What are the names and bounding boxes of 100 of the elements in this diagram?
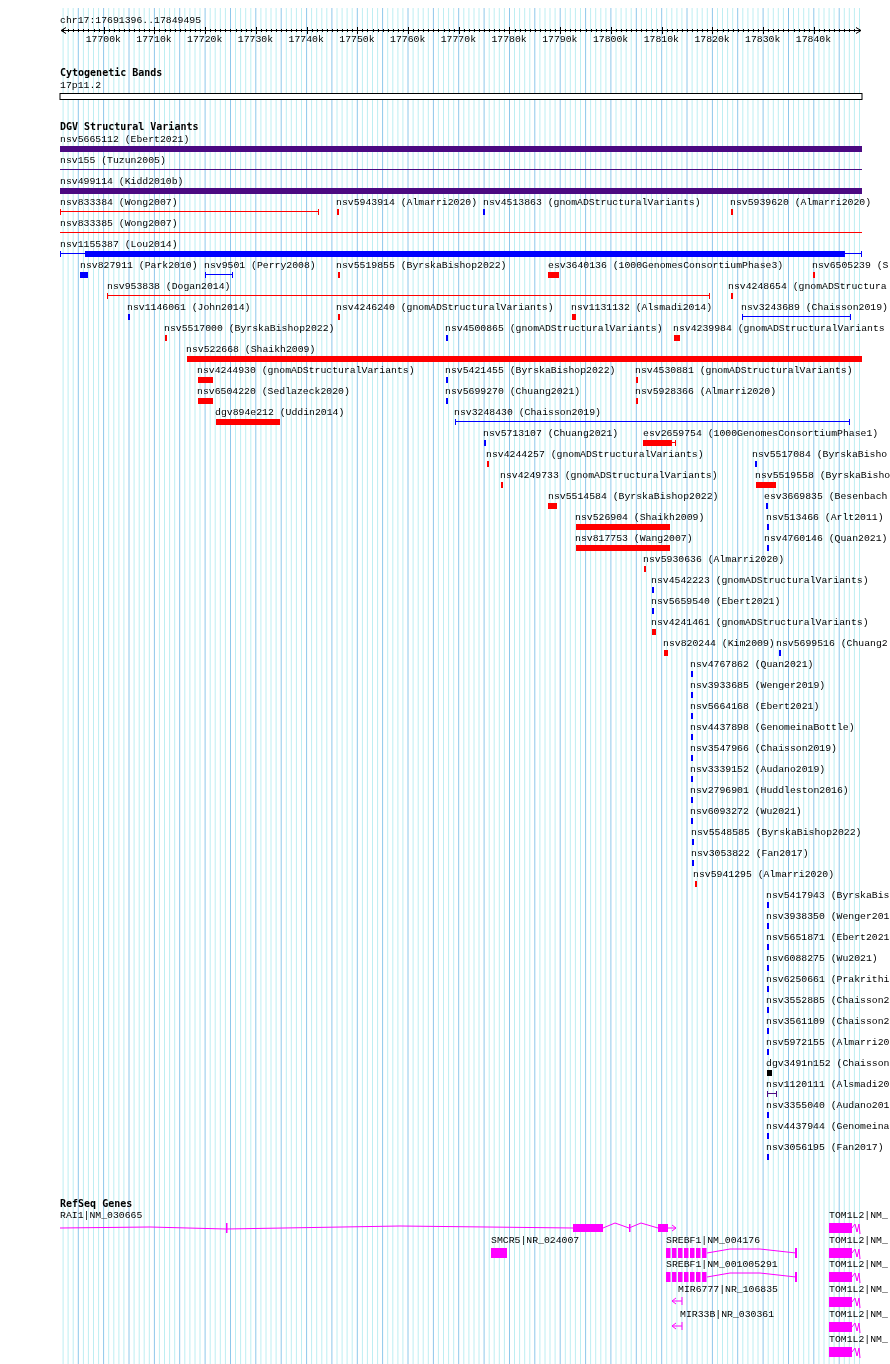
variant-label: nsv513466 (Arlt2011) xyxy=(766,512,884,524)
gene-label: TOM1L2|NM_ xyxy=(829,1284,888,1296)
variant-label: nsv817753 (Wang2007) xyxy=(575,533,693,545)
variant-label: nsv4760146 (Quan2021) xyxy=(764,533,888,545)
tick-label: 17760k xyxy=(390,34,426,46)
tick-label: 17840k xyxy=(795,34,832,46)
variant-label: nsv4241461 (gnomADStructuralVariants) xyxy=(651,617,869,629)
tick-label: 17740k xyxy=(288,34,324,46)
variant-label: nsv953838 (Dogan2014) xyxy=(107,281,231,293)
variant-label: nsv5517084 (ByrskaBisho xyxy=(752,449,888,461)
track-title: DGV Structural Variants xyxy=(60,121,199,133)
tick-label: 17780k xyxy=(491,34,527,46)
variant-label: nsv5519558 (ByrskaBisho xyxy=(755,470,890,482)
gene-label: SREBF1|NM_001005291 xyxy=(666,1259,778,1271)
variant-label: nsv3933685 (Wenger2019) xyxy=(690,680,826,692)
variant-label: nsv5664168 (Ebert2021) xyxy=(690,701,820,713)
variant-label: nsv4246240 (gnomADStructuralVariants) xyxy=(336,302,554,314)
variant-label: dgv3491n152 (Chaisson xyxy=(766,1058,890,1070)
variant-label: nsv4513863 (gnomADStructuralVariants) xyxy=(483,197,701,209)
variant-label: nsv5514584 (ByrskaBishop2022) xyxy=(548,491,719,503)
variant-label: nsv3243689 (Chaisson2019) xyxy=(741,302,888,314)
variant-label: nsv5699516 (Chuang2 xyxy=(776,638,888,650)
tick-label: 17830k xyxy=(745,34,781,46)
gene-label: MIR6777|NR_106835 xyxy=(678,1284,778,1296)
variant-label: esv3640136 (1000GenomesConsortiumPhase3) xyxy=(548,260,784,272)
variant-label: nsv5930636 (Almarri2020) xyxy=(643,554,785,566)
position-label: chr17:17691396..17849495 xyxy=(60,15,202,27)
variant-label: nsv4244257 (gnomADStructuralVariants) xyxy=(486,449,704,461)
variant-label: nsv5548585 (ByrskaBishop2022) xyxy=(691,827,862,839)
variant-label: nsv4500865 (gnomADStructuralVariants) xyxy=(445,323,663,335)
variant-label: nsv4248654 (gnomADStructura xyxy=(728,281,887,293)
variant-label: nsv1120111 (Alsmadi20 xyxy=(766,1079,890,1091)
variant-label: nsv5939620 (Almarri2020) xyxy=(730,197,872,209)
variant-label: nsv4767862 (Quan2021) xyxy=(690,659,814,671)
variant-label: nsv2796901 (Huddleston2016) xyxy=(690,785,849,797)
variant-label: nsv4542223 (gnomADStructuralVariants) xyxy=(651,575,869,587)
gene-label: SMCR5|NR_024007 xyxy=(491,1235,580,1247)
variant-label: nsv6250661 (Prakrithi xyxy=(766,974,890,986)
variant-label: nsv499114 (Kidd2010b) xyxy=(60,176,184,188)
variant-label: nsv4437944 (Genomeina xyxy=(766,1121,890,1133)
gene-label: TOM1L2|NM_ xyxy=(829,1210,888,1222)
variant-label: nsv4437898 (GenomeinaBottle) xyxy=(690,722,855,734)
gene-label: TOM1L2|NM_ xyxy=(829,1259,888,1271)
variant-label: nsv5421455 (ByrskaBishop2022) xyxy=(445,365,616,377)
variant-label: nsv5519855 (ByrskaBishop2022) xyxy=(336,260,507,272)
variant-label: nsv6504220 (Sedlazeck2020) xyxy=(197,386,350,398)
variant-label: nsv5665112 (Ebert2021) xyxy=(60,134,190,146)
tick-label: 17750k xyxy=(339,34,375,46)
tick-label: 17710k xyxy=(136,34,172,46)
tick-label: 17730k xyxy=(237,34,274,46)
variant-label: nsv5928366 (Almarri2020) xyxy=(635,386,777,398)
gene-label: TOM1L2|NM_ xyxy=(829,1334,888,1346)
gene-label: MIR33B|NR_030361 xyxy=(680,1309,775,1321)
variant-label: nsv4239984 (gnomADStructuralVariants xyxy=(673,323,885,335)
variant-label: nsv9501 (Perry2008) xyxy=(204,260,316,272)
variant-label: nsv6088275 (Wu2021) xyxy=(766,953,878,965)
gene-label: SREBF1|NM_004176 xyxy=(666,1235,761,1247)
variant-label: nsv4249733 (gnomADStructuralVariants) xyxy=(500,470,718,482)
variant-label: nsv1131132 (Alsmadi2014) xyxy=(571,302,713,314)
track-title: RefSeq Genes xyxy=(60,1198,133,1210)
tick-label: 17770k xyxy=(440,34,476,46)
variant-label: nsv3552885 (Chaisson2 xyxy=(766,995,890,1007)
band-label: 17p11.2 xyxy=(60,80,102,92)
variant-label: nsv522668 (Shaikh2009) xyxy=(186,344,316,356)
variant-label: nsv1155387 (Lou2014) xyxy=(60,239,178,251)
variant-label: nsv5651871 (Ebert2021 xyxy=(766,932,890,944)
gene-label: TOM1L2|NM_ xyxy=(829,1235,888,1247)
variant-label: esv2659754 (1000GenomesConsortiumPhase1) xyxy=(643,428,879,440)
variant-label: nsv5417943 (ByrskaBis xyxy=(766,890,890,902)
variant-label: nsv5972155 (Almarri20 xyxy=(766,1037,890,1049)
tick-label: 17700k xyxy=(85,34,121,46)
variant-label: nsv5943914 (Almarri2020) xyxy=(336,197,478,209)
variant-label: nsv5713107 (Chuang2021) xyxy=(483,428,619,440)
variant-label: nsv833385 (Wong2007) xyxy=(60,218,178,230)
variant-label: nsv820244 (Kim2009) xyxy=(663,638,775,650)
variant-label: nsv3339152 (Audano2019) xyxy=(690,764,826,776)
gene-label: TOM1L2|NM_ xyxy=(829,1309,888,1321)
variant-label: nsv3056195 (Fan2017) xyxy=(766,1142,884,1154)
variant-label: nsv3938350 (Wenger201 xyxy=(766,911,890,923)
variant-label: nsv526904 (Shaikh2009) xyxy=(575,512,705,524)
variant-label: nsv833384 (Wong2007) xyxy=(60,197,178,209)
variant-label: nsv5659540 (Ebert2021) xyxy=(651,596,781,608)
variant-label: nsv3547966 (Chaisson2019) xyxy=(690,743,837,755)
tick-label: 17800k xyxy=(592,34,629,46)
tick-label: 17820k xyxy=(694,34,730,46)
variant-label: nsv3053822 (Fan2017) xyxy=(691,848,809,860)
variant-label: nsv155 (Tuzun2005) xyxy=(60,155,166,167)
variant-label: nsv5699270 (Chuang2021) xyxy=(445,386,581,398)
variant-label: nsv1146061 (John2014) xyxy=(127,302,251,314)
variant-label: nsv6093272 (Wu2021) xyxy=(690,806,802,818)
variant-label: esv3669835 (Besenbach xyxy=(764,491,888,503)
variant-label: nsv4244930 (gnomADStructuralVariants) xyxy=(197,365,415,377)
tick-label: 17810k xyxy=(643,34,679,46)
gene-label: RAI1|NM_030665 xyxy=(60,1210,143,1222)
variant-label: nsv4530881 (gnomADStructuralVariants) xyxy=(635,365,853,377)
tick-label: 17720k xyxy=(187,34,223,46)
track-title: Cytogenetic Bands xyxy=(60,67,163,79)
tick-label: 17790k xyxy=(542,34,578,46)
variant-label: nsv5517000 (ByrskaBishop2022) xyxy=(164,323,335,335)
variant-label: dgv894e212 (Uddin2014) xyxy=(215,407,345,419)
